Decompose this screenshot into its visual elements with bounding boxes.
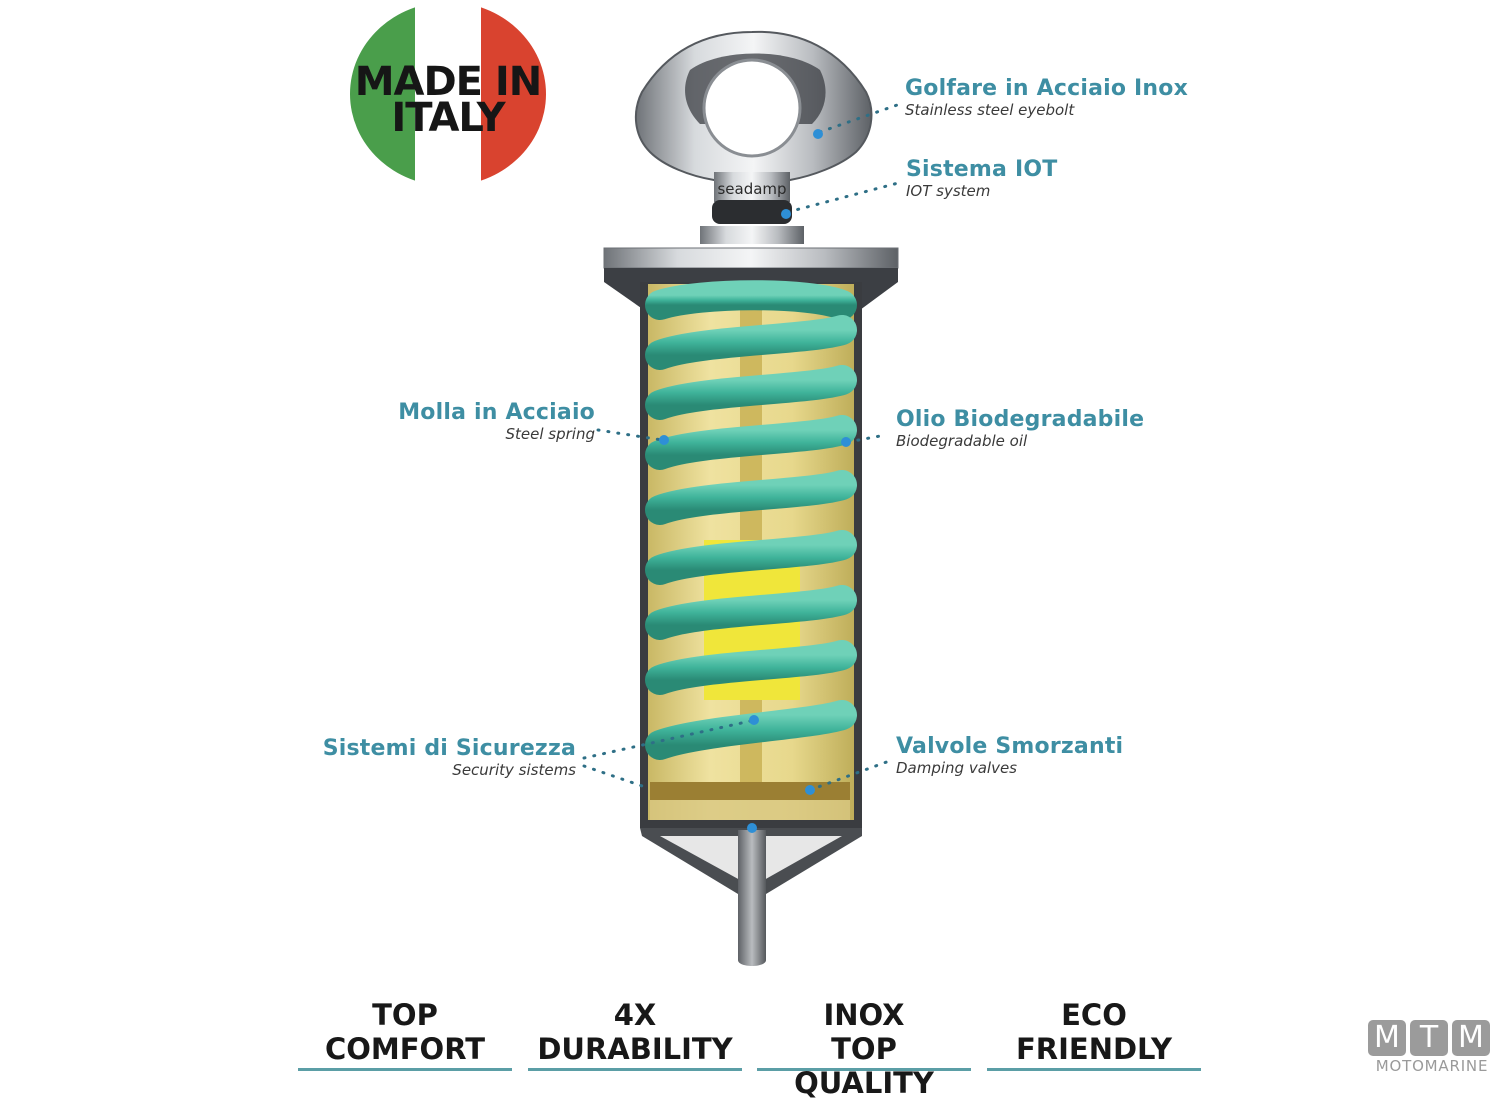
watermark-letter: M bbox=[1452, 1020, 1490, 1056]
feature-underline bbox=[987, 1068, 1201, 1071]
feature-line2: DURABILITY bbox=[537, 1032, 733, 1066]
callout-subtitle: Stainless steel eyebolt bbox=[905, 101, 1075, 119]
motomarine-watermark: M T M MOTOMARINE bbox=[1368, 1020, 1496, 1075]
watermark-letter: T bbox=[1410, 1020, 1448, 1056]
feature-line1: ECO bbox=[1061, 998, 1127, 1032]
callout-spring: Molla in Acciaio Steel spring bbox=[380, 400, 595, 443]
callout-oil: Olio Biodegradabile Biodegradable oil bbox=[896, 407, 1144, 450]
spring bbox=[645, 280, 857, 760]
feature-line1: TOP bbox=[372, 998, 438, 1032]
watermark-letter: M bbox=[1368, 1020, 1406, 1056]
callout-title: Sistemi di Sicurezza bbox=[322, 736, 576, 761]
callout-iot: Sistema IOT IOT system bbox=[906, 157, 1057, 200]
feature-line2: TOP QUALITY bbox=[794, 1032, 934, 1100]
badge-line1: MADE IN bbox=[354, 59, 543, 105]
callout-title: Golfare in Acciaio Inox bbox=[905, 76, 1188, 101]
feature-line2: COMFORT bbox=[324, 1032, 486, 1066]
callout-valves: Valvole Smorzanti Damping valves bbox=[896, 734, 1123, 777]
shock-absorber-illustration: seadamp bbox=[582, 30, 904, 966]
feature-line1: INOX bbox=[823, 998, 905, 1032]
callout-title: Sistema IOT bbox=[906, 157, 1058, 182]
callout-title: Olio Biodegradabile bbox=[896, 407, 1145, 432]
feature-top-comfort: TOP COMFORT bbox=[298, 998, 512, 1071]
feature-durability: 4X DURABILITY bbox=[528, 998, 742, 1071]
callout-subtitle: Security sistems bbox=[452, 761, 576, 779]
callout-subtitle: Biodegradable oil bbox=[896, 432, 1028, 450]
feature-eco-friendly: ECO FRIENDLY bbox=[987, 998, 1201, 1071]
watermark-word: MOTOMARINE bbox=[1375, 1057, 1489, 1075]
callout-title: Molla in Acciaio bbox=[398, 400, 595, 425]
callout-eyebolt: Golfare in Acciaio Inox Stainless steel … bbox=[905, 76, 1188, 119]
flag-white-band bbox=[415, 2, 481, 186]
callout-subtitle: Damping valves bbox=[896, 759, 1017, 777]
callout-subtitle: Steel spring bbox=[505, 425, 596, 443]
callout-subtitle: IOT system bbox=[906, 182, 991, 200]
callout-security: Sistemi di Sicurezza Security sistems bbox=[300, 736, 576, 779]
feature-line1: 4X bbox=[613, 998, 657, 1032]
feature-underline bbox=[528, 1068, 742, 1071]
eyebolt: seadamp bbox=[634, 30, 873, 244]
svg-text:seadamp: seadamp bbox=[717, 180, 786, 198]
badge-text: MADE IN ITALY bbox=[350, 59, 546, 141]
feature-underline bbox=[298, 1068, 512, 1071]
callout-title: Valvole Smorzanti bbox=[896, 734, 1124, 759]
feature-underline bbox=[757, 1068, 971, 1071]
feature-inox-quality: INOX TOP QUALITY bbox=[757, 998, 971, 1100]
feature-line2: FRIENDLY bbox=[1015, 1032, 1173, 1066]
made-in-italy-badge: MADE IN ITALY bbox=[350, 2, 546, 186]
badge-line2: ITALY bbox=[391, 95, 505, 141]
